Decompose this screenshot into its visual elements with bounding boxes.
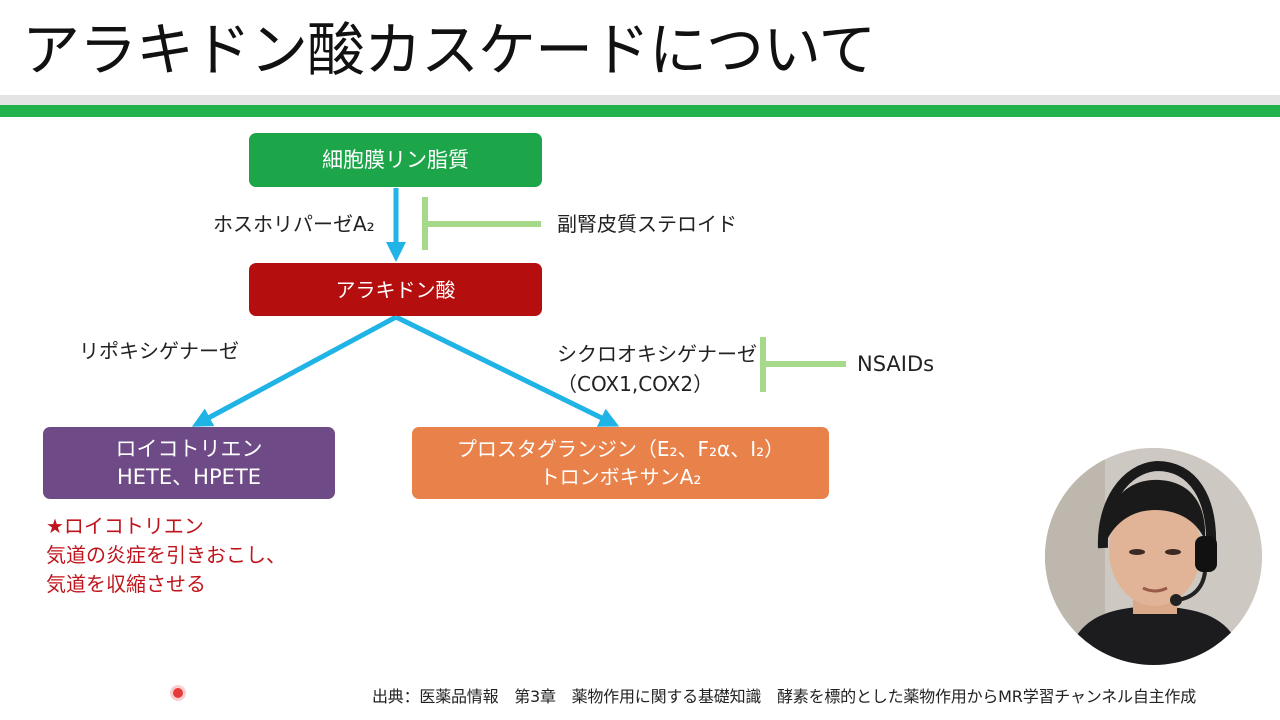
prostaglandin-box: プロスタグランジン（E₂、F₂α、I₂） トロンボキサンA₂ xyxy=(412,427,829,499)
phospholipid-box: 細胞膜リン脂質 xyxy=(249,133,542,187)
presenter-avatar-icon xyxy=(1045,448,1262,665)
arachidonic-acid-box: アラキドン酸 xyxy=(249,263,542,316)
phospholipid-label: 細胞膜リン脂質 xyxy=(322,148,469,172)
arrow-arachidonic-to-prostaglandin xyxy=(394,314,620,427)
prostaglandin-line1: プロスタグランジン（E₂、F₂α、I₂） xyxy=(456,437,785,461)
title-band xyxy=(0,95,1280,105)
inhibitor-steroid-label: 副腎皮質ステロイド xyxy=(557,212,737,236)
prostaglandin-line2: トロンボキサンA₂ xyxy=(539,465,702,489)
leukotriene-line2: HETE、HPETE xyxy=(117,465,261,489)
title-rule xyxy=(0,105,1280,117)
source-citation: 出典：医薬品情報 第3章 薬物作用に関する基礎知識 酵素を標的とした薬物作用から… xyxy=(372,687,1197,706)
slide-title: アラキドン酸カスケードについて xyxy=(22,16,876,84)
pointer-cursor-icon xyxy=(173,688,183,698)
leukotriene-box: ロイコトリエン HETE、HPETE xyxy=(43,427,335,499)
inhibitor-nsaids-label: NSAIDs xyxy=(857,352,935,376)
leukotriene-note: ★ロイコトリエン 気道の炎症を引きおこし、 気道を収縮させる xyxy=(46,512,286,599)
enzyme-cox-label: シクロオキシゲナーゼ （COX1,COX2） xyxy=(557,339,757,399)
note-line3: 気道を収縮させる xyxy=(46,572,206,596)
enzyme-lipoxygenase-label: リポキシゲナーゼ xyxy=(79,339,239,363)
enzyme-pla2-label: ホスホリパーゼA₂ xyxy=(213,212,375,236)
presenter-webcam xyxy=(1045,448,1262,665)
arrow-arachidonic-to-leukotriene xyxy=(191,314,398,427)
arachidonic-acid-label: アラキドン酸 xyxy=(335,277,456,302)
inhibitor-nsaids-symbol xyxy=(760,337,846,392)
note-line1: ★ロイコトリエン xyxy=(46,514,204,538)
inhibitor-steroid-symbol xyxy=(422,197,541,250)
note-line2: 気道の炎症を引きおこし、 xyxy=(46,543,286,567)
leukotriene-line1: ロイコトリエン xyxy=(115,437,263,461)
enzyme-cox-line1: シクロオキシゲナーゼ xyxy=(557,342,757,366)
enzyme-cox-line2: （COX1,COX2） xyxy=(557,372,714,396)
